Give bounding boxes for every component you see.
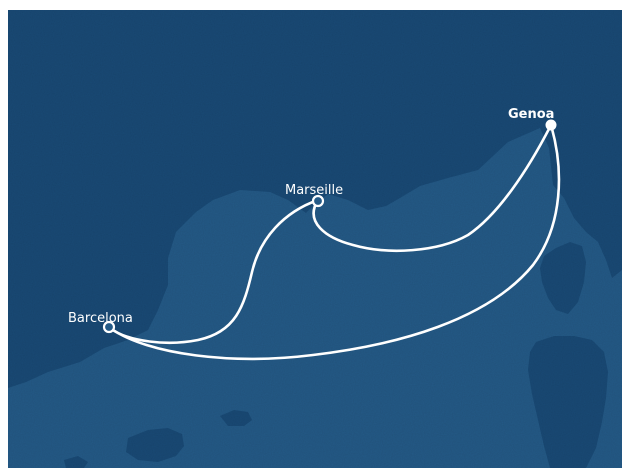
texture-overlay [8,10,622,468]
port-label-genoa: Genoa [508,107,554,122]
map-canvas: Genoa Marseille Barcelona [8,10,622,468]
port-label-marseille: Marseille [285,183,343,198]
land-italy [564,160,622,278]
route-marseille-barcelona [108,198,320,344]
land-sardinia [528,336,608,468]
marker-genoa-icon[interactable] [545,119,557,131]
route-genoa-marseille [312,123,553,253]
land-mallorca [126,428,184,462]
port-label-barcelona: Barcelona [68,311,133,326]
cruise-route-map: Genoa Marseille Barcelona [8,10,622,468]
land-menorca [220,410,252,426]
land-ibiza [64,456,88,468]
cruise-routes [108,123,561,361]
port-markers [102,119,557,334]
marker-marseille-icon[interactable] [311,194,325,208]
route-barcelona-genoa [108,123,561,361]
port-labels: Genoa Marseille Barcelona [68,107,554,326]
marker-barcelona-icon[interactable] [102,320,116,334]
land-corsica [540,242,586,314]
